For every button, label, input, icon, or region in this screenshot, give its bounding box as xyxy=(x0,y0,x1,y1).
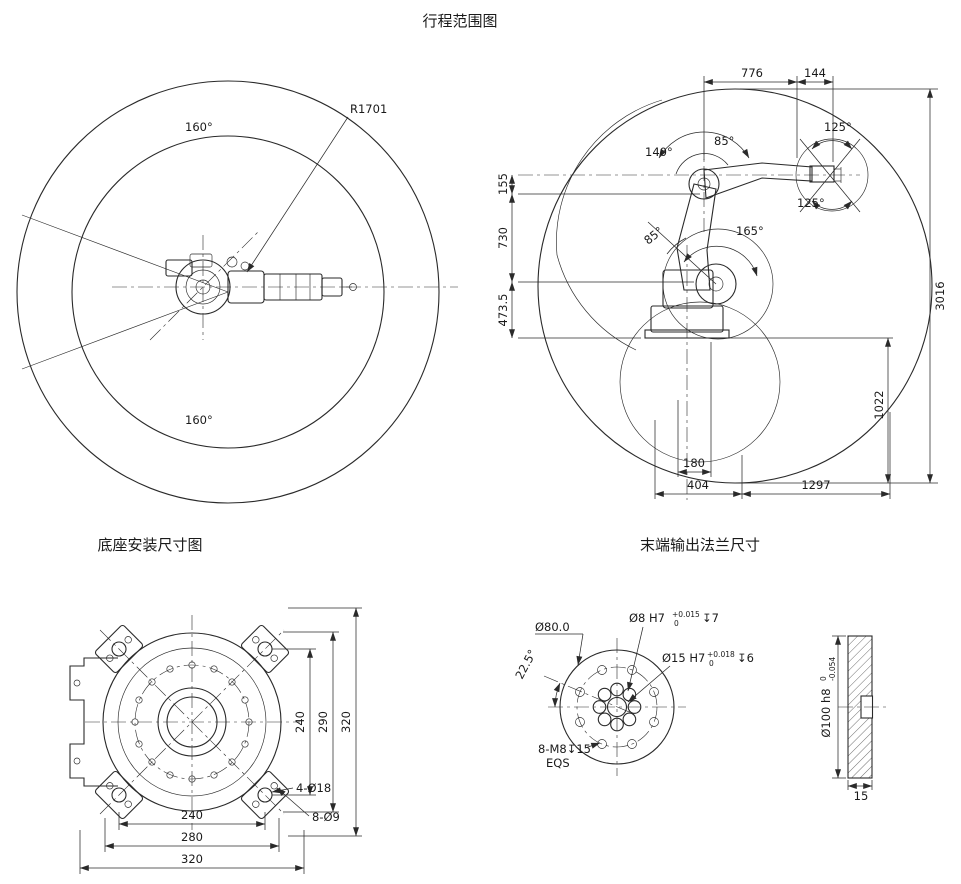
elbow-angle-arc xyxy=(683,245,758,277)
left-bracket xyxy=(69,657,118,787)
dim-thickness-15-label: 15 xyxy=(854,789,869,803)
callout-d15h7-depth: ↧6 xyxy=(737,651,754,665)
angle-125-upper-label: 125° xyxy=(824,120,852,134)
dim-v290-label: 290 xyxy=(316,711,330,733)
base-section-title: 底座安装尺寸图 xyxy=(97,536,202,554)
robot-top-view xyxy=(165,253,357,315)
callout-d8h7-depth: ↧7 xyxy=(702,611,719,625)
elbow-angle-arc-2 xyxy=(666,237,687,255)
flange-section-view xyxy=(838,635,886,779)
wrist-angle-ray-2 xyxy=(799,138,861,213)
dim-h240-label: 240 xyxy=(181,808,203,822)
callout-d8h7-tol-lower: 0 xyxy=(674,619,679,628)
dim-776-label: 776 xyxy=(741,66,763,80)
dim-d100h8-tol-lower: -0.054 xyxy=(828,657,837,681)
callout-8xd9-label: 8-Ø9 xyxy=(312,810,340,824)
working-range-outer-circle xyxy=(16,80,440,504)
callout-d15h7-label: Ø15 H7 xyxy=(662,651,705,665)
swing-angle-bottom-label: 160° xyxy=(185,413,213,427)
dim-d100h8-tol-upper: 0 xyxy=(819,676,828,681)
dim-h320-label: 320 xyxy=(181,852,203,866)
lower-swing-circle xyxy=(619,301,781,463)
swing-angle-top-label: 160° xyxy=(185,120,213,134)
dim-144-label: 144 xyxy=(804,66,826,80)
dim-h280-label: 280 xyxy=(181,830,203,844)
dim-3016-label: 3016 xyxy=(933,281,947,310)
base-mount-panel: 底座安装尺寸图 xyxy=(69,536,362,874)
callout-d80-label: Ø80.0 xyxy=(535,620,570,634)
callout-d8h7-label: Ø8 H7 xyxy=(629,611,665,625)
wrist-swing-circle xyxy=(795,138,869,212)
working-range-inner-circle xyxy=(71,135,385,449)
dim-1297-label: 1297 xyxy=(801,478,830,492)
dim-d100h8-label: Ø100 h8 xyxy=(819,688,833,737)
top-view-panel: 160° 160° R1701 xyxy=(16,80,458,504)
radius-leader-line xyxy=(246,116,349,273)
dim-v320-label: 320 xyxy=(339,711,353,733)
reach-radius-label: R1701 xyxy=(350,102,387,116)
flange-section-title: 末端输出法兰尺寸 xyxy=(640,536,760,554)
callout-4xd18-label: 4-Ø18 xyxy=(296,781,331,795)
flange-angle-arc xyxy=(552,682,561,708)
flange-panel: 末端输出法兰尺寸 22.5° Ø80.0 Ø8 H7 +0.015 0 xyxy=(512,536,886,803)
robot-side-view xyxy=(644,162,842,339)
angle-85-top-label: 85° xyxy=(714,134,734,148)
dim-473-5-label: 473.5 xyxy=(496,294,510,327)
envelope-outer-circle xyxy=(537,88,933,484)
callout-8m8-label: 8-M8↧15 xyxy=(538,742,591,756)
dim-1022-label: 1022 xyxy=(872,390,886,419)
angle-125-lower-label: 125° xyxy=(797,196,825,210)
dim-155-label: 155 xyxy=(496,173,510,195)
angle-22-5-label: 22.5° xyxy=(512,647,539,681)
dim-730-label: 730 xyxy=(496,227,510,249)
wrist-angle-arc-upper xyxy=(811,140,853,150)
callout-eqs-label: EQS xyxy=(546,756,570,770)
angle-165-label: 165° xyxy=(736,224,764,238)
dim-180-label: 180 xyxy=(683,456,705,470)
dim-404-label: 404 xyxy=(687,478,709,492)
diagonal-centerline xyxy=(149,231,259,341)
shoulder-angle-arc-2 xyxy=(675,153,729,175)
wrist-angle-arc-lower xyxy=(811,200,853,210)
flange-bolt-holes xyxy=(575,665,659,749)
side-view-panel: 776 144 155 730 473.5 3016 1022 180 404 … xyxy=(496,66,947,500)
callout-d8h7-tol-upper: +0.015 xyxy=(672,610,700,619)
elbow-swing-circle xyxy=(662,228,774,340)
dim-v240-label: 240 xyxy=(293,711,307,733)
angle-85-left-label: 85° xyxy=(641,224,666,248)
callout-d15h7-tol-lower: 0 xyxy=(709,659,714,668)
inner-envelope-arc xyxy=(556,99,663,351)
page-title: 行程范围图 xyxy=(422,12,497,30)
angle-140-label: 140° xyxy=(645,145,673,159)
callout-d15h7-tol-upper: +0.018 xyxy=(707,650,735,659)
